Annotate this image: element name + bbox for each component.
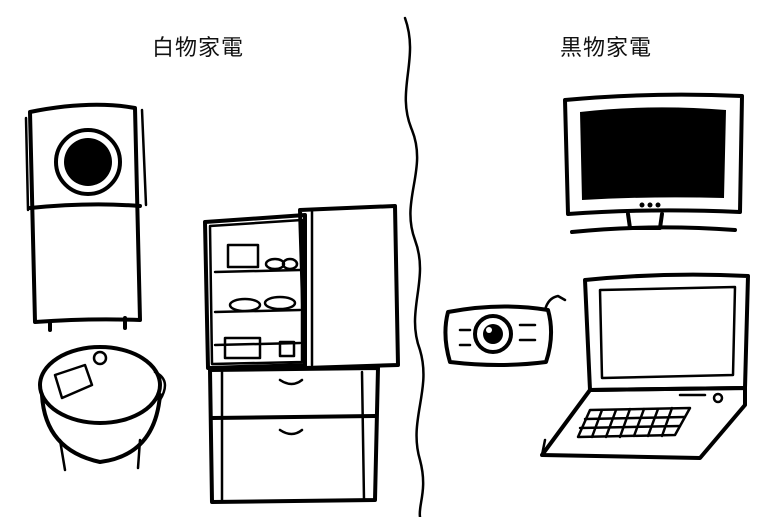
projector-icon bbox=[443, 294, 567, 367]
wavy-divider bbox=[403, 16, 425, 517]
refrigerator-icon bbox=[203, 204, 400, 504]
tv-monitor-icon bbox=[563, 92, 744, 234]
white-goods-label: 白物家電 bbox=[152, 36, 245, 61]
washing-machine-icon bbox=[24, 102, 148, 332]
black-goods-label: 黒物家電 bbox=[560, 36, 653, 61]
rice-cooker-icon bbox=[38, 345, 167, 472]
laptop-icon bbox=[540, 272, 750, 460]
